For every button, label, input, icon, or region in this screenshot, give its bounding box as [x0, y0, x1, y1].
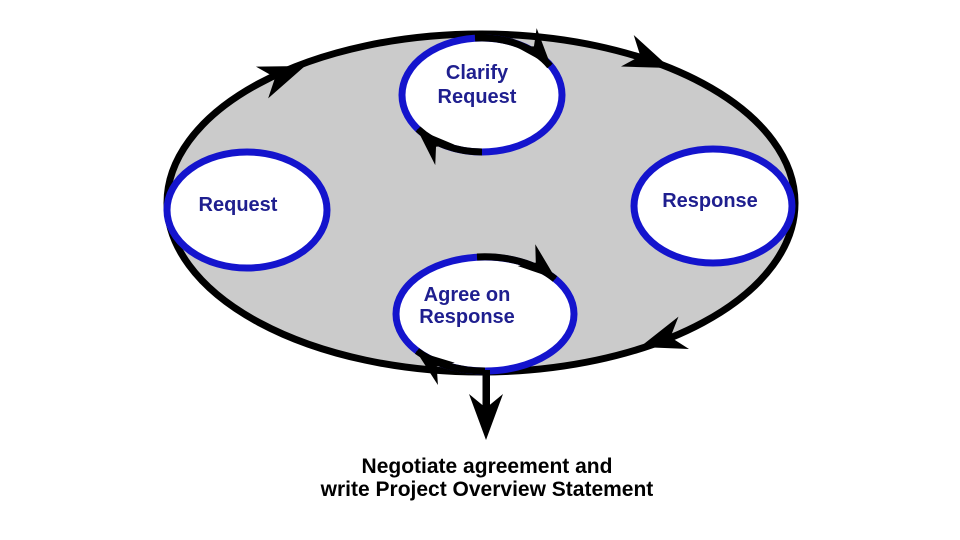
- request-label: Request: [199, 194, 278, 216]
- agree-on-response-label-line-1: Agree on: [424, 284, 511, 306]
- clarify-request-label-line-2: Request: [438, 86, 517, 108]
- clarify-request-label-line-1: Clarify: [446, 62, 509, 84]
- response-label: Response: [662, 190, 758, 212]
- node-request: [163, 148, 331, 272]
- agree-on-response-label-line-2: Response: [419, 306, 515, 328]
- exit-arrow-shaft: [482, 370, 490, 412]
- caption-line-2: write Project Overview Statement: [320, 478, 654, 501]
- caption-line-1: Negotiate agreement and: [362, 455, 613, 478]
- node-response: [630, 145, 796, 267]
